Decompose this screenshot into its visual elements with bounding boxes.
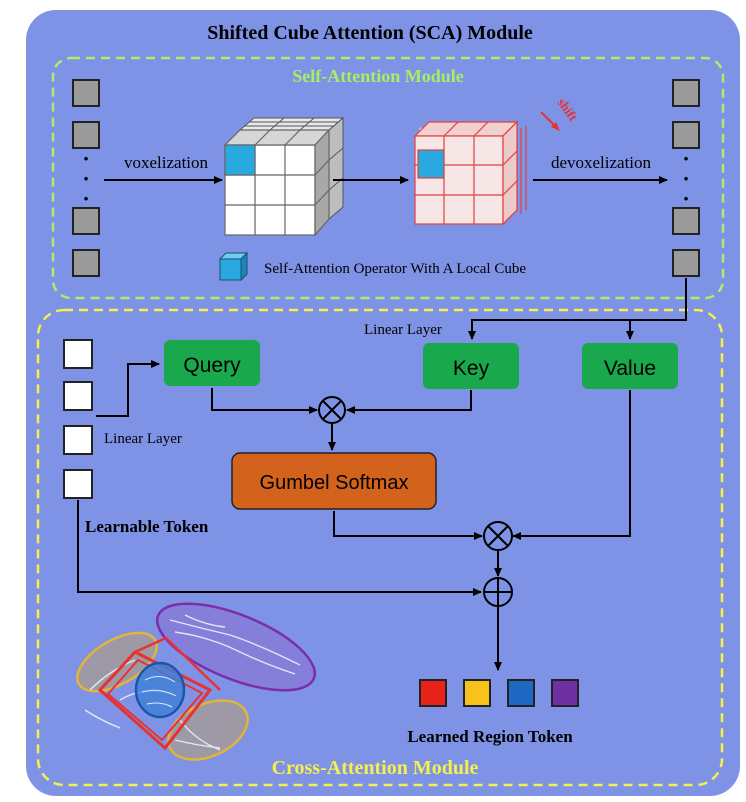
output-token <box>672 79 700 107</box>
multiply-op-2-icon <box>483 521 513 551</box>
ellipsis-dot: · <box>82 166 89 191</box>
gumbel-to-multiply <box>333 511 483 540</box>
learned-region-tokens <box>419 679 579 707</box>
cross-attention-title: Cross-Attention Module <box>272 757 479 779</box>
linear-layer-connector <box>468 278 687 340</box>
cross-attention-box <box>36 308 724 787</box>
learnable-token <box>63 381 93 411</box>
output-token <box>672 121 700 149</box>
ellipsis-dot: · <box>82 186 89 211</box>
residual-connector <box>77 500 482 596</box>
add-op-icon <box>483 577 513 607</box>
ellipsis-dot: · <box>82 146 89 171</box>
self-attention-box <box>51 56 725 300</box>
voxel-cube <box>223 116 345 237</box>
input-token <box>72 79 100 107</box>
query-to-multiply <box>211 388 318 414</box>
learnable-token-label: Learnable Token <box>85 517 209 536</box>
local-cube-legend-icon <box>218 251 249 282</box>
voxelization-label: voxelization <box>124 153 209 172</box>
key-block <box>423 343 519 389</box>
shifted-cube <box>413 120 527 226</box>
query-block <box>164 340 260 386</box>
value-to-multiply <box>512 390 631 540</box>
point-cloud-illustration <box>76 602 317 761</box>
output-token <box>672 249 700 277</box>
learnable-token <box>63 425 93 455</box>
ellipsis-dot: · <box>682 146 689 171</box>
query-label: Query <box>183 354 241 377</box>
input-token <box>72 207 100 235</box>
key-label: Key <box>453 357 490 380</box>
region-token-yellow <box>463 679 491 707</box>
query-connector <box>96 360 160 417</box>
learnable-token <box>63 339 93 369</box>
linear-layer-top-label: Linear Layer <box>364 322 442 338</box>
gumbel-softmax-block <box>231 452 437 510</box>
input-token <box>72 249 100 277</box>
input-token <box>72 121 100 149</box>
local-cube-highlight <box>224 144 256 176</box>
shift-arrowhead-icon <box>551 122 560 131</box>
main-title: Shifted Cube Attention (SCA) Module <box>207 22 533 44</box>
devoxelization-label: devoxelization <box>551 153 652 172</box>
learned-region-token-label: Learned Region Token <box>407 727 573 746</box>
ellipsis-dot: · <box>682 166 689 191</box>
shifted-local-cube <box>417 149 445 179</box>
output-token <box>672 207 700 235</box>
local-cube-legend-text: Self-Attention Operator With A Local Cub… <box>264 261 526 277</box>
linear-layer-left-label: Linear Layer <box>104 431 182 447</box>
region-token-purple <box>551 679 579 707</box>
learnable-tokens <box>63 339 93 499</box>
ellipsis-dot: · <box>682 186 689 211</box>
value-label: Value <box>604 357 656 380</box>
key-to-multiply <box>346 390 472 414</box>
output-tokens-right: · · · <box>672 79 700 277</box>
outer-panel <box>26 10 740 796</box>
learnable-token <box>63 469 93 499</box>
input-tokens-left: · · · <box>72 79 100 277</box>
gumbel-softmax-label: Gumbel Softmax <box>260 472 409 494</box>
self-attention-title: Self-Attention Module <box>292 66 463 86</box>
region-token-red <box>419 679 447 707</box>
region-token-blue <box>507 679 535 707</box>
value-block <box>582 343 678 389</box>
multiply-op-icon <box>318 396 346 424</box>
